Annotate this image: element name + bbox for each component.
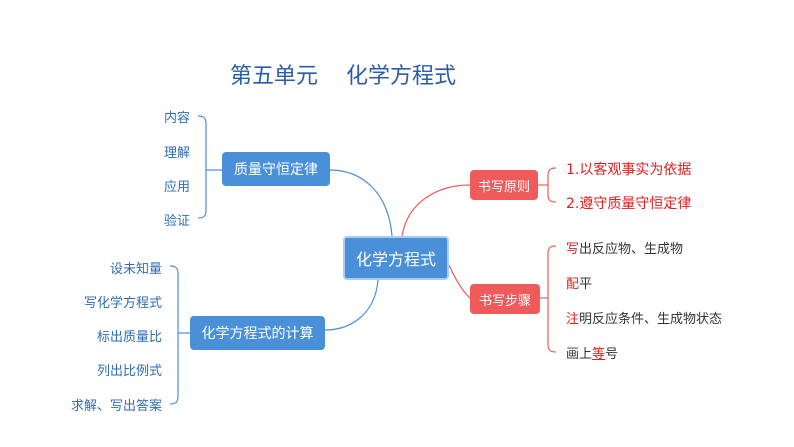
branch-writing-steps: 书写步骤 (470, 284, 540, 314)
root-node: 化学方程式 (343, 236, 449, 280)
leaf-step-balance: 配平 (566, 277, 593, 292)
leaf-principle-facts: 1.以客观事实为依据 (566, 162, 692, 178)
title-topic: 化学方程式 (346, 64, 457, 89)
title-unit: 第五单元 (230, 64, 319, 89)
leaf-mass-understanding: 理解 (164, 146, 191, 161)
leaf-calc-mass-ratio: 标出质量比 (96, 330, 162, 345)
leaf-mass-application: 应用 (164, 180, 191, 195)
leaf-step-write: 写出反应物、生成物 (566, 242, 684, 257)
branch-writing-principle: 书写原则 (470, 170, 538, 200)
leaf-calc-unknown: 设未知量 (109, 262, 162, 277)
leaf-principle-mass-law: 2.遵守质量守恒定律 (566, 196, 692, 212)
leaf-calc-answer: 求解、写出答案 (70, 399, 162, 414)
leaf-calc-equation: 写化学方程式 (83, 296, 162, 311)
leaf-calc-proportion: 列出比例式 (96, 364, 162, 379)
leaf-mass-content: 内容 (164, 111, 191, 126)
leaf-step-conditions: 注明反应条件、生成物状态 (566, 312, 723, 327)
leaf-step-equals: 画上等号 (566, 347, 619, 362)
branch-mass-conservation: 质量守恒定律 (222, 152, 330, 186)
leaf-mass-verification: 验证 (164, 214, 191, 229)
branch-calculation: 化学方程式的计算 (190, 316, 325, 350)
page-title: 第五单元 化学方程式 (230, 58, 530, 90)
